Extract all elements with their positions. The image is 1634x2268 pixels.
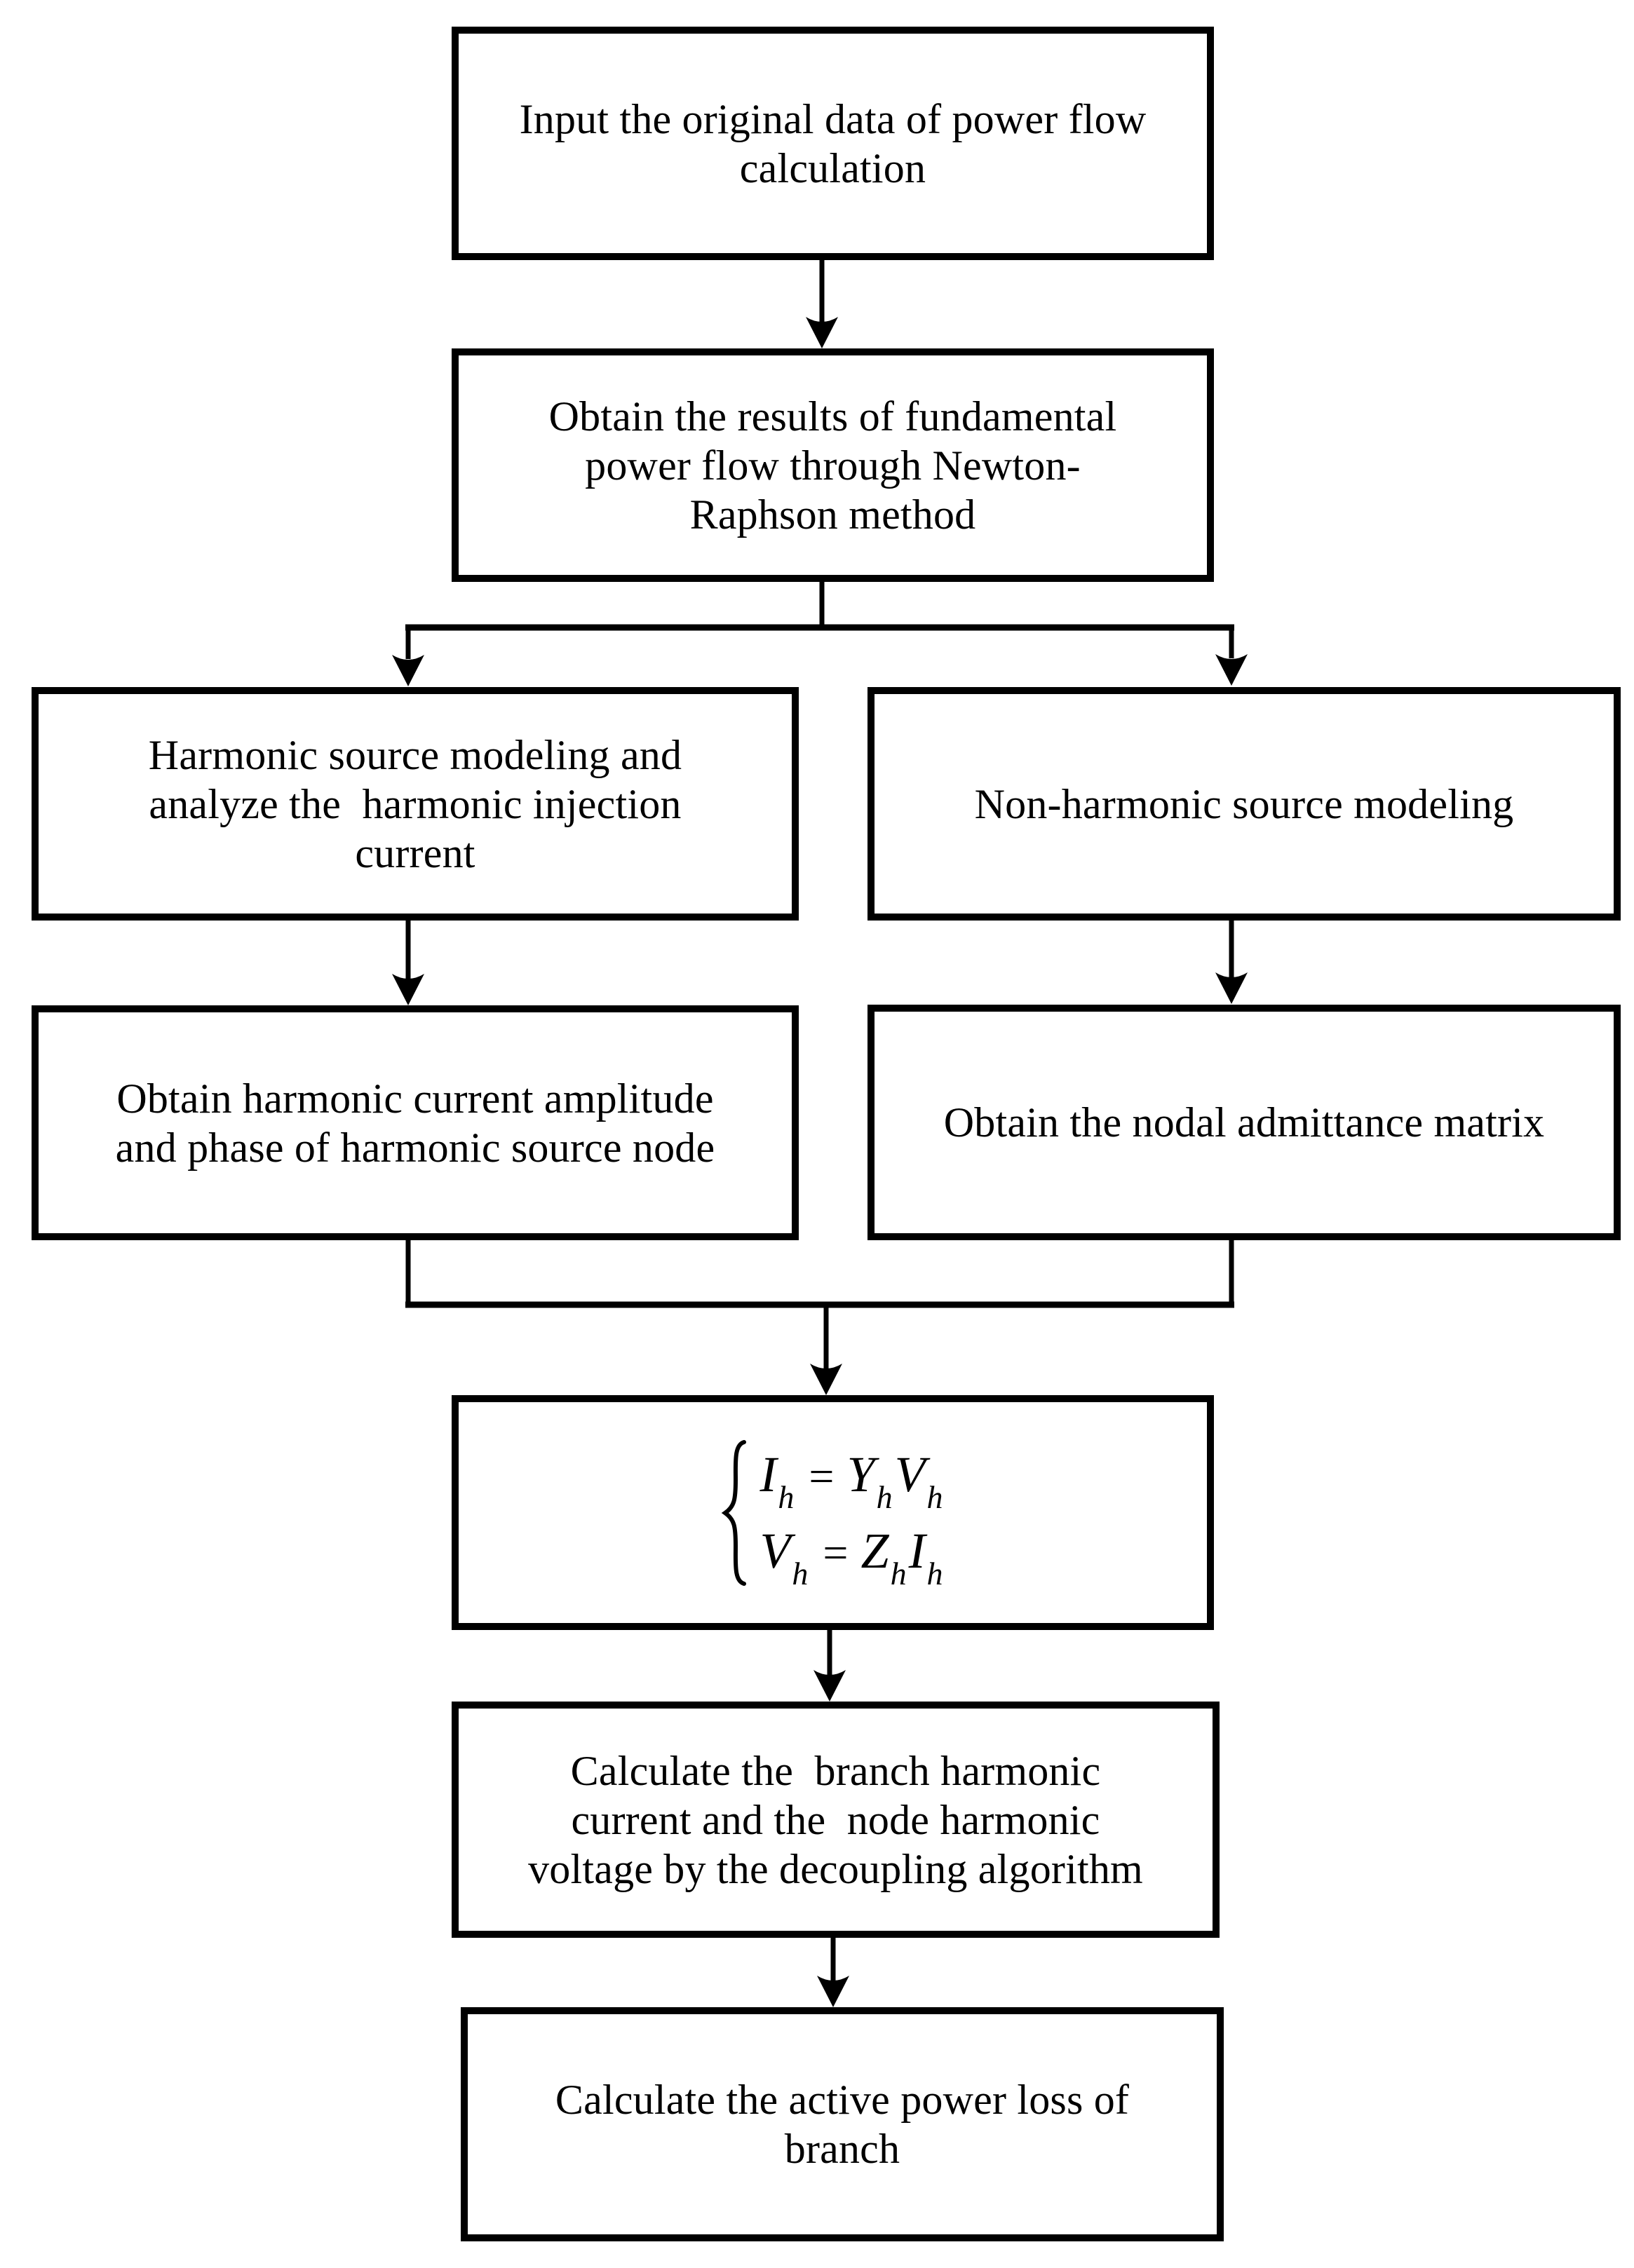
- box-admittance-line-1: Obtain the nodal admittance matrix: [943, 1099, 1545, 1146]
- box-harmonic-current-amplitude: Obtain harmonic current amplitude and ph…: [32, 1005, 799, 1240]
- box-decoupling-line-3: voltage by the decoupling algorithm: [528, 1845, 1143, 1892]
- box-decoupling-line-1: Calculate the branch harmonic: [570, 1747, 1101, 1794]
- box-input-line-2: calculation: [739, 144, 926, 191]
- arrowhead-into-admittance: [1215, 972, 1248, 1004]
- arrowhead-into-decoupling: [813, 1670, 846, 1702]
- arrowhead-into-harmonic-current: [392, 974, 424, 1005]
- box-power-loss-line-2: branch: [784, 2126, 900, 2172]
- arrowhead-into-fundamental: [806, 317, 838, 348]
- box-nodal-admittance-matrix: Obtain the nodal admittance matrix: [867, 1005, 1621, 1240]
- box-harmonic-source-line-3: current: [355, 829, 475, 876]
- equation-group: Ih=YhVh Vh=ZhIh: [720, 1439, 945, 1591]
- box-harmonic-source-modeling: Harmonic source modeling and analyze the…: [32, 687, 799, 921]
- equation-line-2: Vh=ZhIh: [759, 1522, 945, 1591]
- eq2-term1-sub: h: [890, 1555, 907, 1591]
- arrowhead-into-non-harmonic-source: [1215, 654, 1248, 686]
- box-harmonic-source-line-1: Harmonic source modeling and: [148, 731, 682, 778]
- eq2-equals: =: [823, 1527, 849, 1577]
- equation-line-1: Ih=YhVh: [759, 1446, 945, 1515]
- box-decoupling-line-2: current and the node harmonic: [571, 1796, 1100, 1843]
- box-power-loss-line-1: Calculate the active power loss of: [555, 2077, 1130, 2123]
- box-fundamental-line-1: Obtain the results of fundamental: [548, 393, 1117, 440]
- box-non-harmonic-source-modeling: Non-harmonic source modeling: [867, 687, 1621, 921]
- box-active-power-loss: Calculate the active power loss of branc…: [461, 2007, 1224, 2241]
- arrowhead-into-harmonic-source: [392, 655, 424, 686]
- eq1-equals: =: [809, 1451, 835, 1501]
- eq1-term1-sub: h: [876, 1479, 893, 1515]
- eq1-lhs-sub: h: [778, 1479, 795, 1515]
- eq1-term1: Y: [846, 1446, 875, 1502]
- box-harmonic-source-line-2: analyze the harmonic injection: [149, 780, 682, 827]
- box-fundamental-line-2: power flow through Newton-: [585, 442, 1081, 489]
- box-input: Input the original data of power flow ca…: [452, 27, 1214, 260]
- box-fundamental-line-3: Raphson method: [689, 491, 976, 538]
- box-harmonic-current-line-1: Obtain harmonic current amplitude: [116, 1075, 714, 1122]
- eq2-term2: I: [908, 1522, 926, 1579]
- arrowhead-into-equation: [810, 1364, 842, 1395]
- eq1-term2: V: [894, 1446, 926, 1502]
- box-harmonic-equations: Ih=YhVh Vh=ZhIh: [452, 1395, 1214, 1630]
- box-input-line-1: Input the original data of power flow: [519, 95, 1147, 142]
- eq2-lhs-sub: h: [792, 1555, 809, 1591]
- box-harmonic-current-line-2: and phase of harmonic source node: [115, 1124, 715, 1171]
- eq1-lhs: I: [759, 1446, 777, 1502]
- box-fundamental-power-flow: Obtain the results of fundamental power …: [452, 348, 1214, 582]
- eq1-term2-sub: h: [926, 1479, 943, 1515]
- equation-brace: [722, 1439, 747, 1586]
- box-decoupling-calculation: Calculate the branch harmonic current an…: [452, 1702, 1220, 1938]
- box-non-harmonic-line-1: Non-harmonic source modeling: [974, 780, 1514, 827]
- eq2-lhs: V: [759, 1522, 791, 1579]
- eq2-term1: Z: [860, 1522, 889, 1579]
- arrowhead-into-power-loss: [817, 1976, 849, 2007]
- eq2-term2-sub: h: [926, 1555, 943, 1591]
- equation-lines: Ih=YhVh Vh=ZhIh: [759, 1446, 945, 1591]
